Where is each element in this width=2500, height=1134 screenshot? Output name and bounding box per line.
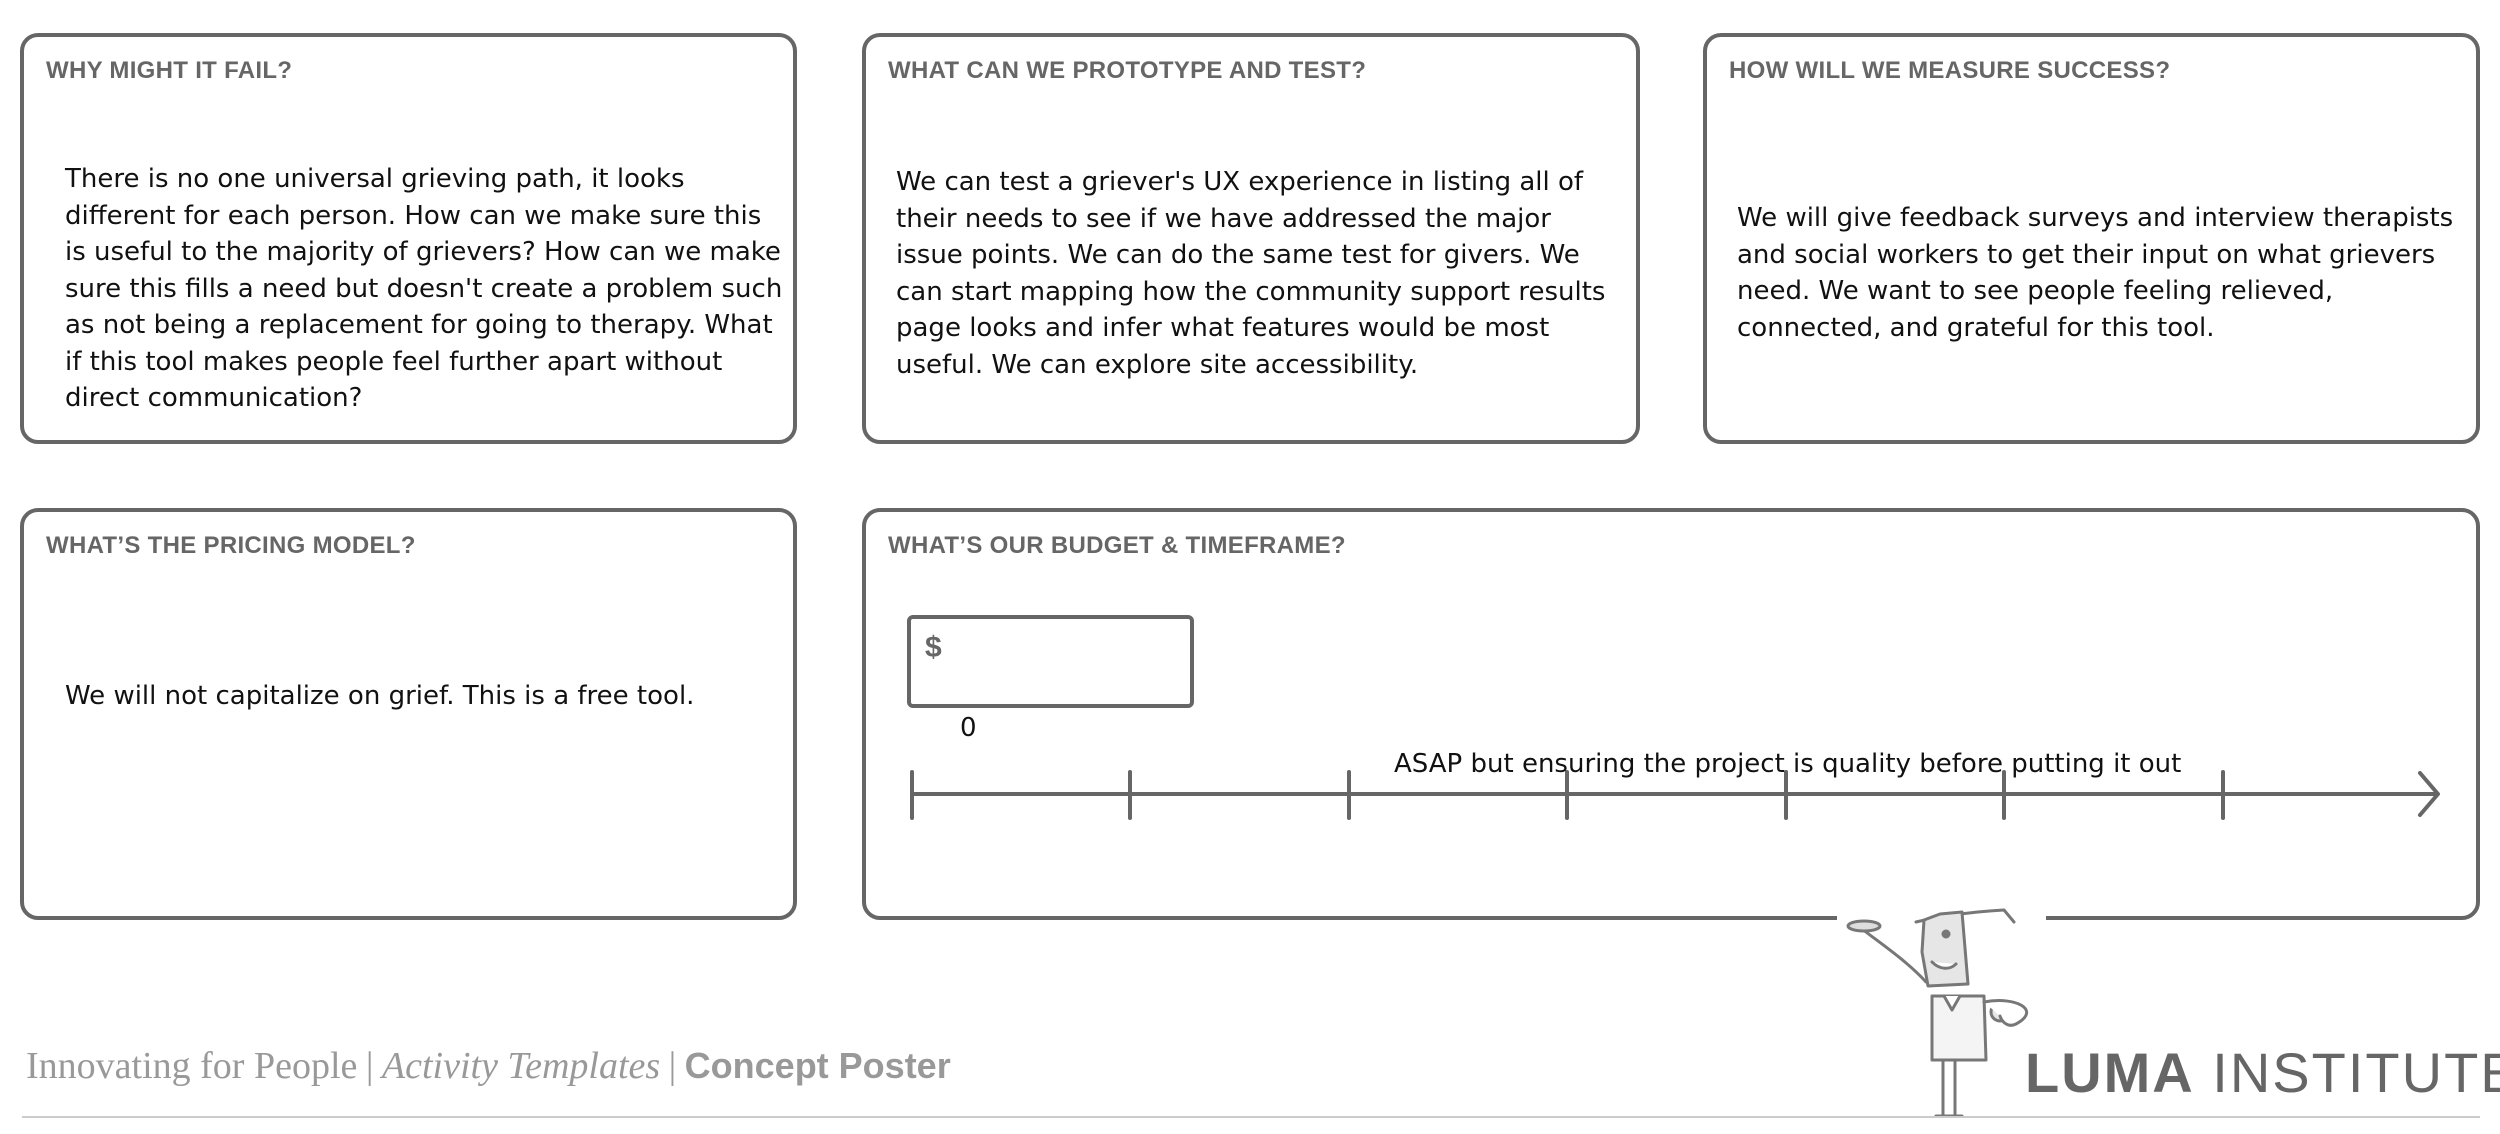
card-body[interactable]: There is no one universal grieving path,…: [65, 164, 783, 413]
footer: Innovating for People | Activity Templat…: [26, 1044, 951, 1088]
card-measure-success: HOW WILL WE MEASURE SUCCESS? We will giv…: [1703, 33, 2480, 444]
card-title: WHY MIGHT IT FAIL?: [46, 57, 293, 84]
budget-amount-field[interactable]: $: [907, 615, 1194, 708]
luma-institute-logo: LUMA INSTITUTESM: [2025, 1041, 2500, 1104]
footer-template-name: Concept Poster: [684, 1045, 951, 1086]
card-pricing-model: WHAT’S THE PRICING MODEL? We will not ca…: [20, 508, 797, 920]
card-title: WHAT’S OUR BUDGET & TIMEFRAME?: [888, 532, 1346, 559]
card-title: WHAT’S THE PRICING MODEL?: [46, 532, 416, 559]
card-budget-timeframe: WHAT’S OUR BUDGET & TIMEFRAME?: [862, 508, 2480, 920]
mascot-illustration-icon: [1837, 900, 2046, 1118]
timeframe-note[interactable]: ASAP but ensuring the project is quality…: [1394, 749, 2182, 779]
card-why-might-it-fail: WHY MIGHT IT FAIL? There is no one unive…: [20, 33, 797, 444]
footer-divider: [22, 1116, 2480, 1118]
currency-symbol: $: [925, 631, 942, 664]
card-title: HOW WILL WE MEASURE SUCCESS?: [1729, 57, 2171, 84]
card-body[interactable]: We will not capitalize on grief. This is…: [65, 681, 695, 711]
card-body[interactable]: We can test a griever's UX experience in…: [896, 167, 1606, 380]
card-body[interactable]: We will give feedback surveys and interv…: [1737, 203, 2454, 343]
card-prototype-and-test: WHAT CAN WE PROTOTYPE AND TEST? We can t…: [862, 33, 1640, 444]
timeline-arrow-icon: [2418, 771, 2440, 817]
footer-separator: |: [668, 1045, 677, 1087]
footer-separator: |: [365, 1045, 374, 1087]
budget-amount-value[interactable]: 0: [960, 713, 977, 743]
footer-category: Activity Templates: [381, 1045, 661, 1087]
footer-series: Innovating for People: [26, 1045, 358, 1087]
card-title: WHAT CAN WE PROTOTYPE AND TEST?: [888, 57, 1367, 84]
